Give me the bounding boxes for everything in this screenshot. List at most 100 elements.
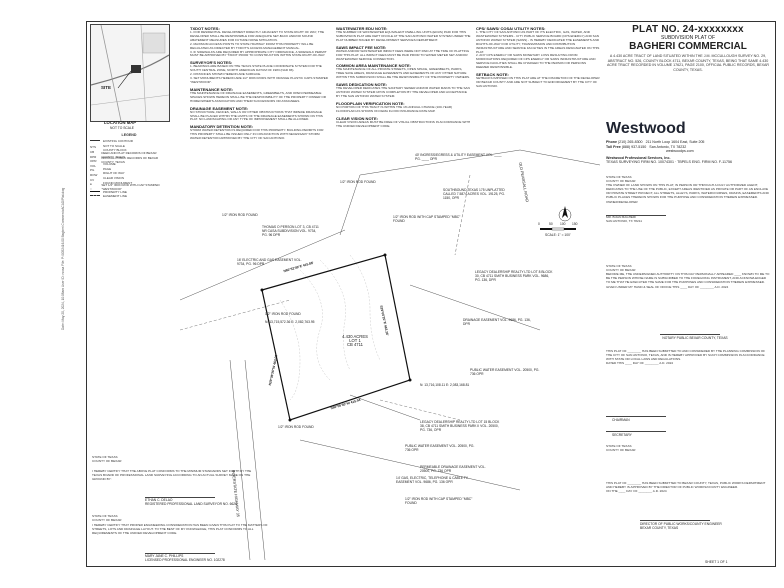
company-contact: Phone (210) 265-8300 211 North Loop 1604…	[606, 140, 774, 165]
county-text: THIS PLAT OF ________ HAS BEEN SUBMITTED…	[606, 482, 766, 489]
address-line-1: 211 North Loop 1604 East, Suite 205	[645, 140, 705, 144]
surveyor-name: ETHAN C. DELAO	[145, 498, 173, 502]
location-map-graphic	[91, 25, 169, 121]
scale-tick: 100	[560, 222, 566, 226]
easement-line	[379, 399, 461, 421]
adjacent-lot-line	[339, 174, 361, 236]
sheet-frame	[86, 21, 776, 567]
owner-dedication: STATE OF TEXAS COUNTY OF BEXAR THE OWNER…	[606, 176, 771, 256]
surveyor-state: STATE OF TEXAS COUNTY OF BEXAR	[92, 456, 252, 480]
contour-line	[299, 269, 331, 381]
company-name: Westwood Professional Services, Inc.	[606, 155, 671, 160]
notary-text: BEFORE ME, THE UNDERSIGNED AUTHORITY ON …	[606, 271, 770, 284]
state-label: STATE OF TEXAS	[606, 445, 632, 448]
easement-line	[179, 299, 291, 331]
southbound-tract-label: SOUTHBOUND TEXAS 175 UNPLATTED CALLED 7.…	[443, 188, 505, 200]
note-text: 1. BEARINGS ARE BASED ON THE TEXAS STATE…	[190, 64, 322, 73]
tract-description: A 4.430 ACRE TRACT OF LAND SITUATED WITH…	[606, 54, 770, 72]
engineer-signature-line	[145, 553, 215, 554]
county-dated: ON THE ____ DAY OF ________ A.D. 2024	[606, 488, 667, 493]
floodplain-header: FLOODPLAIN VERIFICATION NOTE:	[336, 100, 405, 106]
legend-item: ○SET 1/2" IRON ROD WITH CAP STAMPED "WES…	[90, 183, 160, 192]
note-text: THE MAINTENANCE OF ALL PRIVATE STREETS, …	[336, 67, 470, 80]
county-label: COUNTY OF BEXAR	[606, 447, 636, 452]
row-line	[519, 149, 601, 166]
sheet-number: SHEET 1 OF 1	[705, 560, 728, 564]
note-text: 2. DISTANCES SHOWN HEREON ARE SURFACE.	[190, 72, 262, 77]
legend-item: ●FOUND MONUMENT	[90, 180, 133, 187]
monument	[260, 288, 264, 292]
county-label: COUNTY OF BEXAR	[92, 517, 122, 522]
county-label: COUNTY OF BEXAR	[606, 178, 636, 183]
notary-signature-line	[660, 334, 720, 335]
electric-easement-label: 16' ELECTRIC AND GAS EASEMENT VOL. 9734,…	[237, 258, 302, 266]
owner-role: OWNER/DEVELOPER	[606, 200, 638, 205]
notary-block: STATE OF TEXAS COUNTY OF BEXAR BEFORE ME…	[606, 265, 771, 325]
maintenance-note-header: MAINTENANCE NOTE:	[190, 86, 234, 92]
iron-rod-label: 1/2" IRON ROD FOUND	[222, 213, 258, 217]
scale-units: SCALE: 1" = 100'	[545, 233, 571, 237]
row-line	[359, 149, 521, 176]
adjacent-lot-line	[349, 394, 421, 421]
scale-tick: 0	[538, 222, 540, 226]
txdot-notes-header: TXDOT NOTES:	[190, 26, 220, 31]
adjacent-lot-line	[299, 439, 521, 491]
utility-notes-header: CPS/ SAWS/ COSA/ UTILITY NOTES:	[476, 26, 546, 31]
county-state: STATE OF TEXAS COUNTY OF BEXAR	[606, 445, 771, 465]
title-block: PLAT NO. 24-xxxxxxxx SUBDIVISION PLAT OF…	[603, 24, 773, 72]
clear-vision-header: CLEAR VISION NOTE:	[336, 115, 379, 121]
chairman-label: CHAIRMAN	[612, 418, 630, 422]
county-label: COUNTY OF BEXAR	[92, 458, 122, 463]
note-text: NO PORTION OF THIS TRACT IS WITHIN THE 1…	[336, 104, 453, 113]
scale-bar	[540, 227, 576, 231]
engineer-text: I HEREBY CERTIFY THAT PROPER ENGINEERING…	[92, 524, 268, 535]
firm-number: TEXAS SURVEYING FIRM NO. 10074301 · TBPE…	[606, 160, 733, 165]
note-text: 1. FOR RESIDENTIAL DEVELOPMENT DIRECTLY …	[190, 30, 325, 42]
notes-column-2: WASTEWATER EDU NOTE: THE NUMBER OF WASTE…	[336, 24, 471, 174]
owner-text: THE OWNER OF LAND SHOWN ON THIS PLAT, IN…	[606, 182, 769, 199]
note-text: THE DEVELOPER DEDICATES THE SANITARY SEW…	[336, 86, 470, 98]
gas-electric-easement-label: 14' GAS, ELECTRIC, TELEPHONE & CABLE TV …	[396, 476, 468, 484]
permeable-easement-label: PERMEABLE DRAINAGE EASEMENT VOL. 20500, …	[420, 465, 486, 473]
iron-rod-cap-label: 1/2" IRON ROD WITH CAP STAMPED "MBC" FOU…	[393, 215, 461, 223]
legend-item: EXISTING CONTOUR	[90, 139, 168, 144]
website: westwoodps.com	[666, 149, 694, 154]
note-text: 2. ANY CPS ENERGY OR SAWS MONETARY LOSS …	[476, 53, 596, 70]
drainage-note-header: DRAINAGE EASEMENT NOTE:	[190, 105, 249, 111]
drainage-easement-label: DRAINAGE EASEMENT VOL. 9686, PG. 136, DP…	[463, 318, 531, 326]
engineer-state: STATE OF TEXAS COUNTY OF BEXAR	[92, 515, 252, 527]
water-easement-label: PUBLIC WATER EASEMENT VOL. 20500, PG. 73…	[405, 444, 475, 452]
monument	[288, 418, 292, 422]
scale-tick: 50	[549, 222, 553, 226]
ingress-easement-label: 40' INGRESS/EGRESS & UTILITY EASEMENT VO…	[415, 153, 502, 161]
highway-row-line	[229, 359, 251, 561]
phone-number: (210) 265-8300	[617, 140, 643, 144]
iron-rod-label: 1/2" IRON ROD FOUND	[265, 312, 301, 316]
planning-approval: THIS PLAT OF ________ HAS BEEN SUBMITTED…	[606, 350, 771, 400]
iron-rod-cap-label: 1/2" IRON ROD WITH CAP STAMPED "MBC" FOU…	[405, 497, 473, 505]
legend-item: PROPERTY LINE	[90, 190, 168, 195]
adjacent-lot-line	[409, 284, 541, 331]
adjacent-owner-label: LEGACY DEALERSHIP REALTY LTD LOT 15 BLOC…	[420, 420, 500, 432]
monument	[383, 253, 387, 257]
iron-rod-label: 1/2" IRON ROD FOUND	[340, 180, 376, 184]
planning-dated: DATED THIS ____ DAY OF ________ A.D. 202…	[606, 360, 674, 365]
planning-text: THIS PLAT OF ________ HAS BEEN SUBMITTED…	[606, 350, 766, 361]
notes-column-3: CPS/ SAWS/ COSA/ UTILITY NOTES: 1. THE C…	[476, 24, 600, 204]
chairman-signature-line	[606, 416, 666, 417]
director-label: DIRECTOR OF PUBLIC WORKS/COUNTY ENGINEER…	[640, 522, 722, 530]
address-line-2: San Antonio, TX 78232	[649, 144, 687, 149]
surveyor-cert: I HEREBY CERTIFY THAT THE ABOVE PLAT CON…	[92, 470, 252, 490]
